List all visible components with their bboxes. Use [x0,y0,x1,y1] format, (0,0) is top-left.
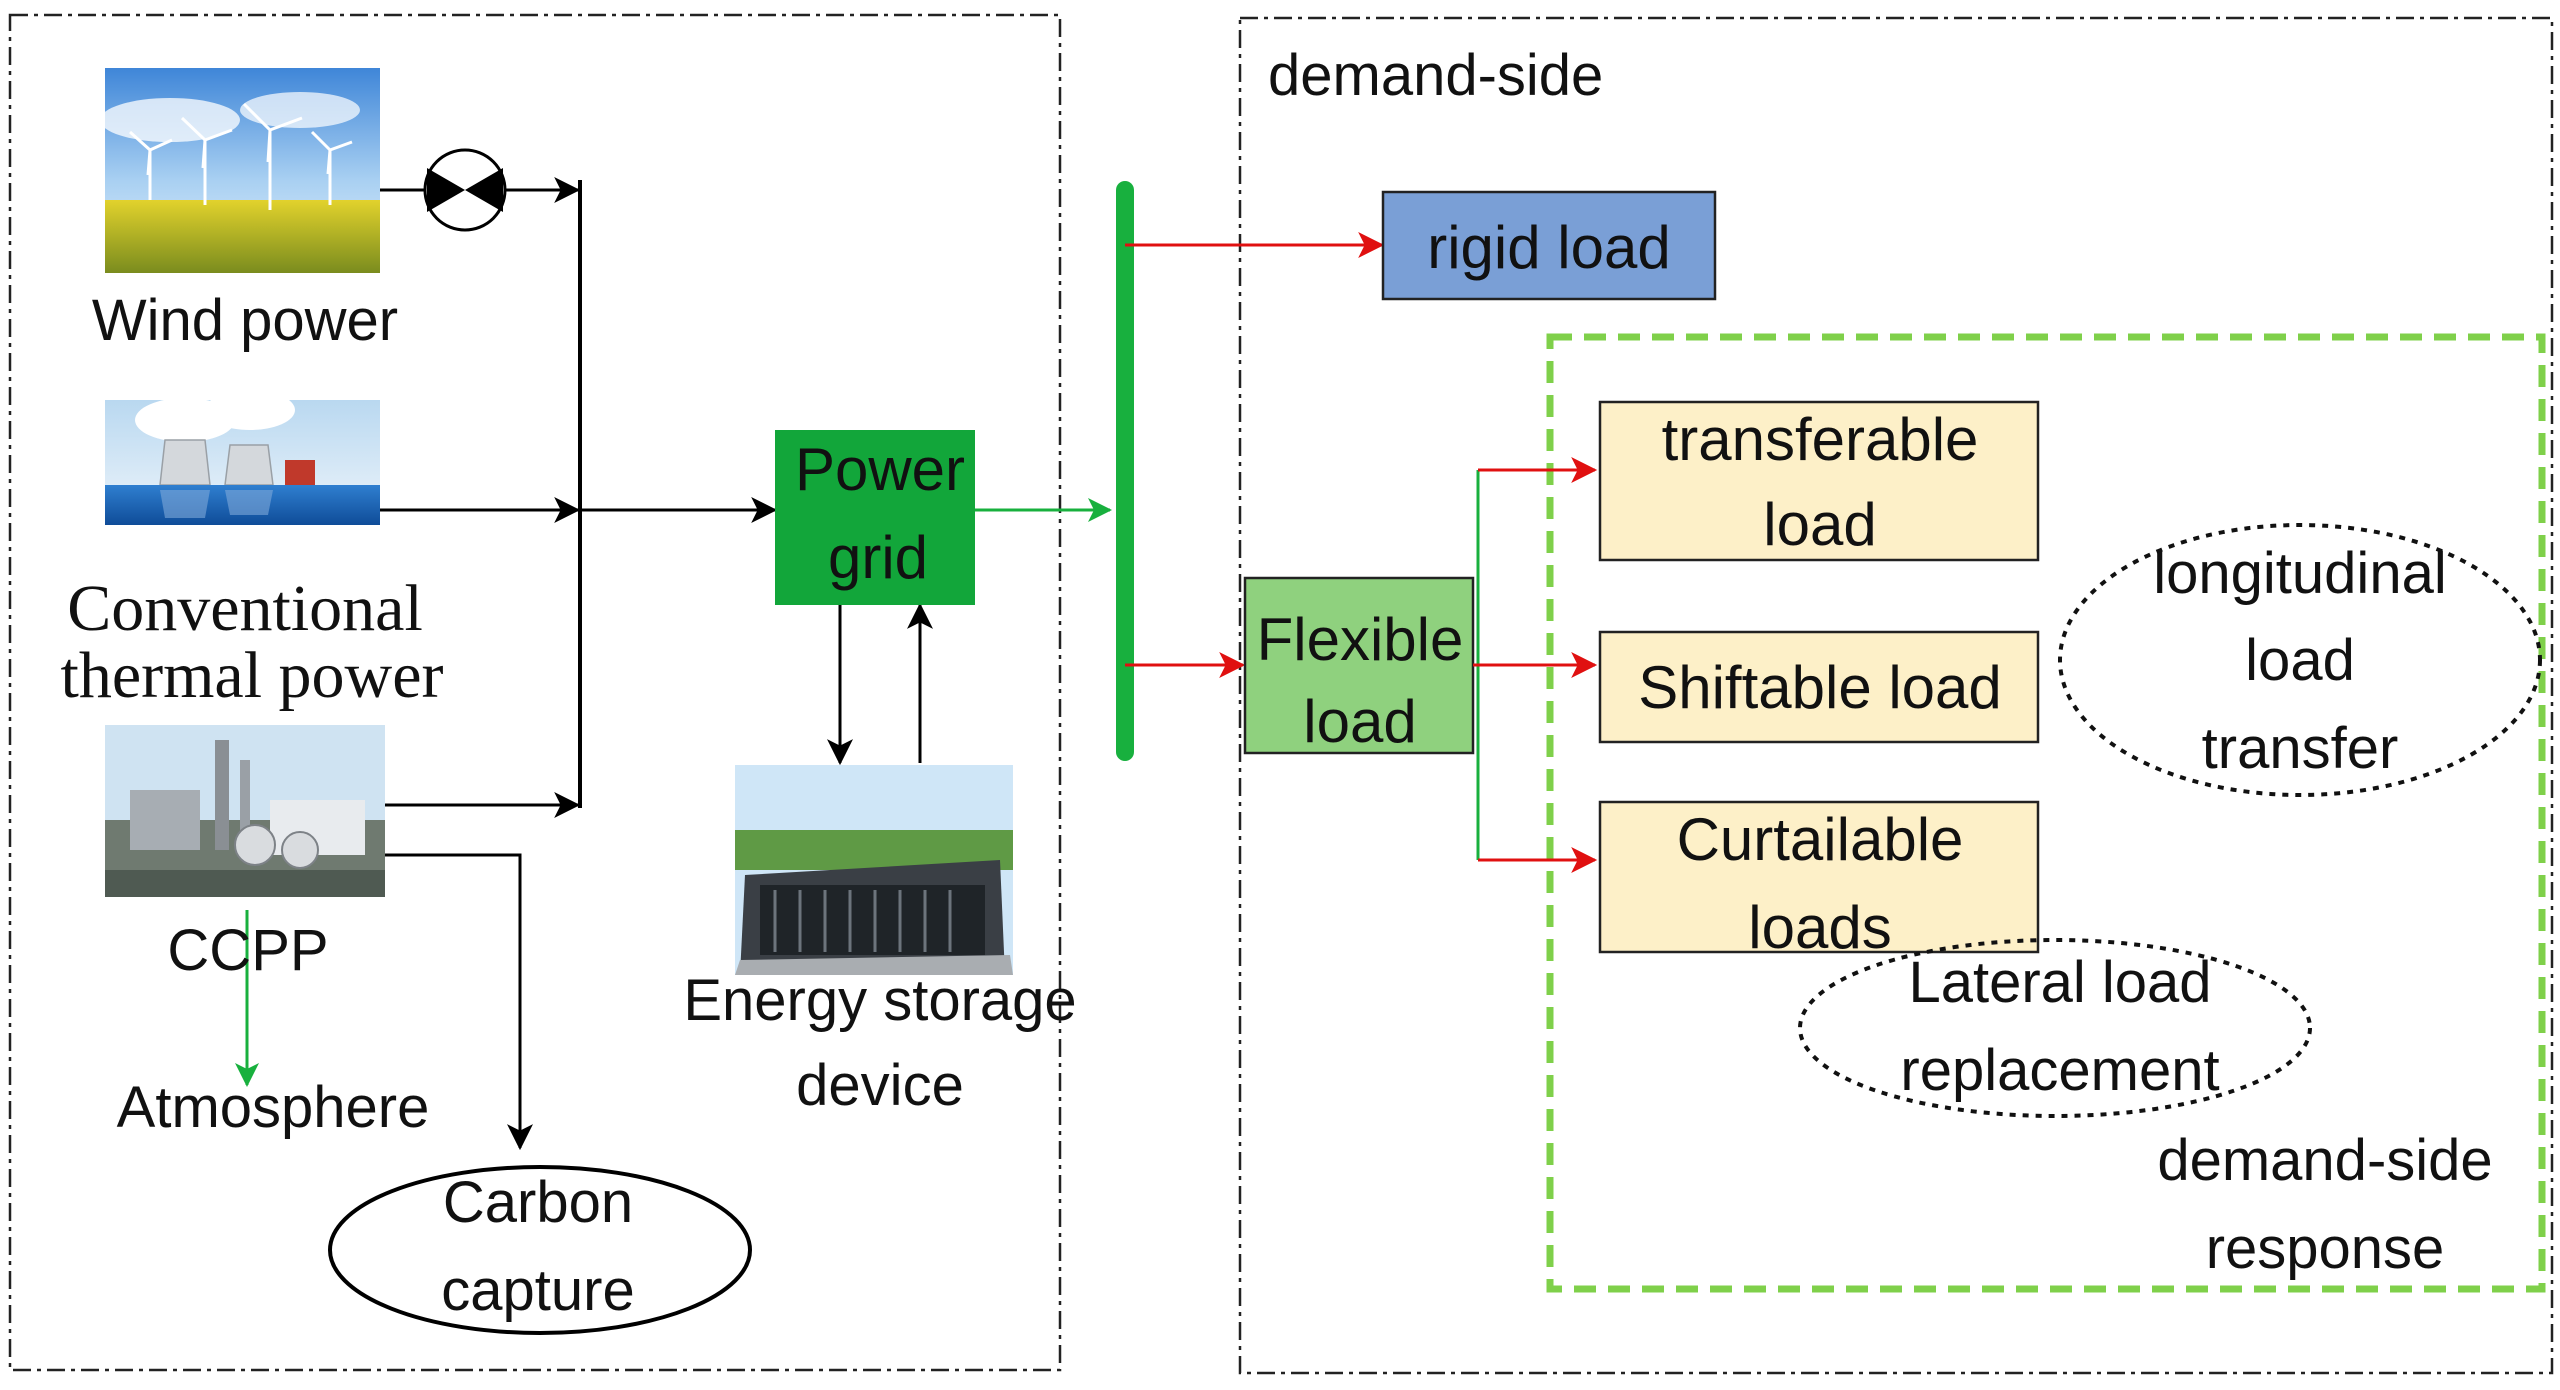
curtailable-label-line2: loads [1748,894,1891,961]
flexible-load-box [1243,576,1475,755]
supply-side-frame [8,13,1062,1372]
longitudinal-label-line2: load [2245,628,2355,693]
transferable-load-box [1598,400,2040,562]
energy-storage-building-photo [735,765,1013,975]
valve-symbol [423,148,507,232]
demand-side-title: demand-side [1268,43,1603,108]
transferable-label-line1: transferable [1662,406,1979,473]
wind-turbines-photo [100,68,380,273]
wind-power-label: Wind power [92,288,398,353]
demand-response-label-line1: demand-side [2157,1128,2492,1193]
transferable-label-line2: load [1763,491,1876,558]
flexible-load-label-line2: load [1303,688,1416,755]
rigid-load-box [1381,190,1717,301]
demand-side-frame [1238,16,2554,1375]
lateral-label-line2: replacement [1900,1038,2219,1103]
atmosphere-label: Atmosphere [117,1075,430,1140]
cooling-towers-photo [105,390,380,525]
ccpp-plant-photo [105,725,385,897]
carbon-capture-label-line2: capture [441,1258,634,1323]
lateral-label-line1: Lateral load [1908,950,2211,1015]
longitudinal-transfer-ellipse [2058,523,2542,797]
curtailable-loads-box [1598,800,2040,954]
thermal-label-line1: Conventional [67,572,423,645]
carbon-capture-ellipse [328,1165,752,1335]
power-grid-label-line1: Power [795,436,965,503]
demand-response-frame [1546,333,2546,1293]
demand-response-label-line2: response [2206,1216,2445,1281]
rigid-load-label: rigid load [1427,214,1671,281]
shiftable-label: Shiftable load [1638,654,2002,721]
power-grid-box [775,430,975,605]
curtailable-label-line1: Curtailable [1677,806,1964,873]
storage-label-line2: device [796,1053,964,1118]
ccpp-label: CCPP [167,918,328,983]
longitudinal-label-line1: longitudinal [2153,541,2446,606]
thermal-label-line2: thermal power [60,639,443,712]
power-grid-label-line2: grid [828,524,928,591]
flexible-load-label-line1: Flexible [1257,606,1464,673]
carbon-capture-label-line1: Carbon [443,1170,633,1235]
supply-connectors [380,177,933,1151]
shiftable-load-box [1598,630,2040,744]
longitudinal-label-line3: transfer [2202,716,2399,781]
lateral-replacement-ellipse [1798,938,2312,1118]
storage-label-line1: Energy storage [683,968,1076,1033]
